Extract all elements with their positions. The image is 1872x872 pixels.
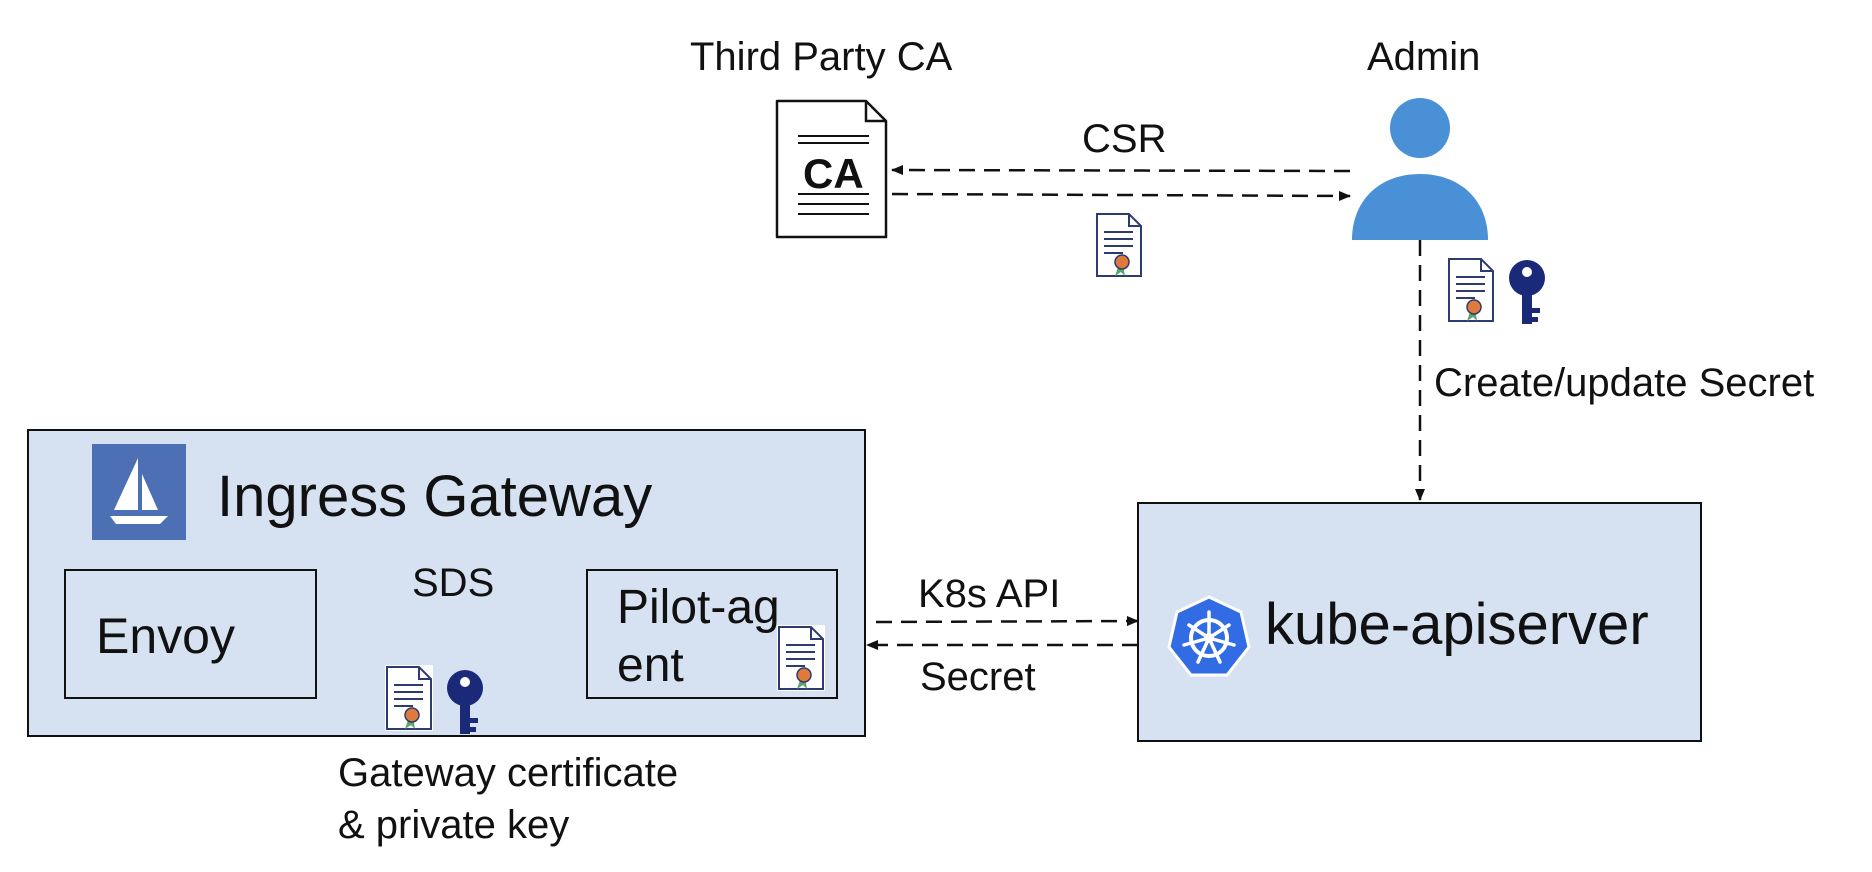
admin-title: Admin [1367,35,1481,79]
envoy-label: Envoy [96,608,235,664]
k8s-api-label: K8s API [918,572,1061,616]
ca-document-icon [775,99,888,239]
pilot-agent-label-line1: Pilot-ag [617,581,780,634]
certificate-icon [385,665,433,731]
secret-label: Secret [920,655,1036,699]
csr-label: CSR [1082,117,1167,161]
gateway-cert-caption-line2: & private key [338,803,570,847]
envoy-box [64,569,317,699]
kubernetes-helm-icon [1167,595,1251,677]
istio-sail-icon [92,444,186,540]
sds-label: SDS [412,561,495,605]
certificate-icon [1448,258,1494,322]
certificate-icon [1096,213,1142,277]
kube-apiserver-title: kube-apiserver [1265,592,1649,657]
pilot-agent-label-line2: ent [617,639,684,692]
ingress-gateway-title: Ingress Gateway [217,464,653,529]
key-icon [1509,260,1545,324]
create-update-secret-label: Create/update Secret [1434,361,1815,405]
key-icon [447,670,483,734]
certificate-icon [777,625,825,691]
cert-return-arrow [891,190,1351,201]
admin-person-icon [1352,98,1488,240]
ca-document-text: CA [803,150,864,197]
third-party-ca-title: Third Party CA [690,35,953,79]
csr-arrow [891,165,1351,176]
k8s-api-arrow [875,616,1139,627]
gateway-cert-caption-line1: Gateway certificate [338,751,679,795]
